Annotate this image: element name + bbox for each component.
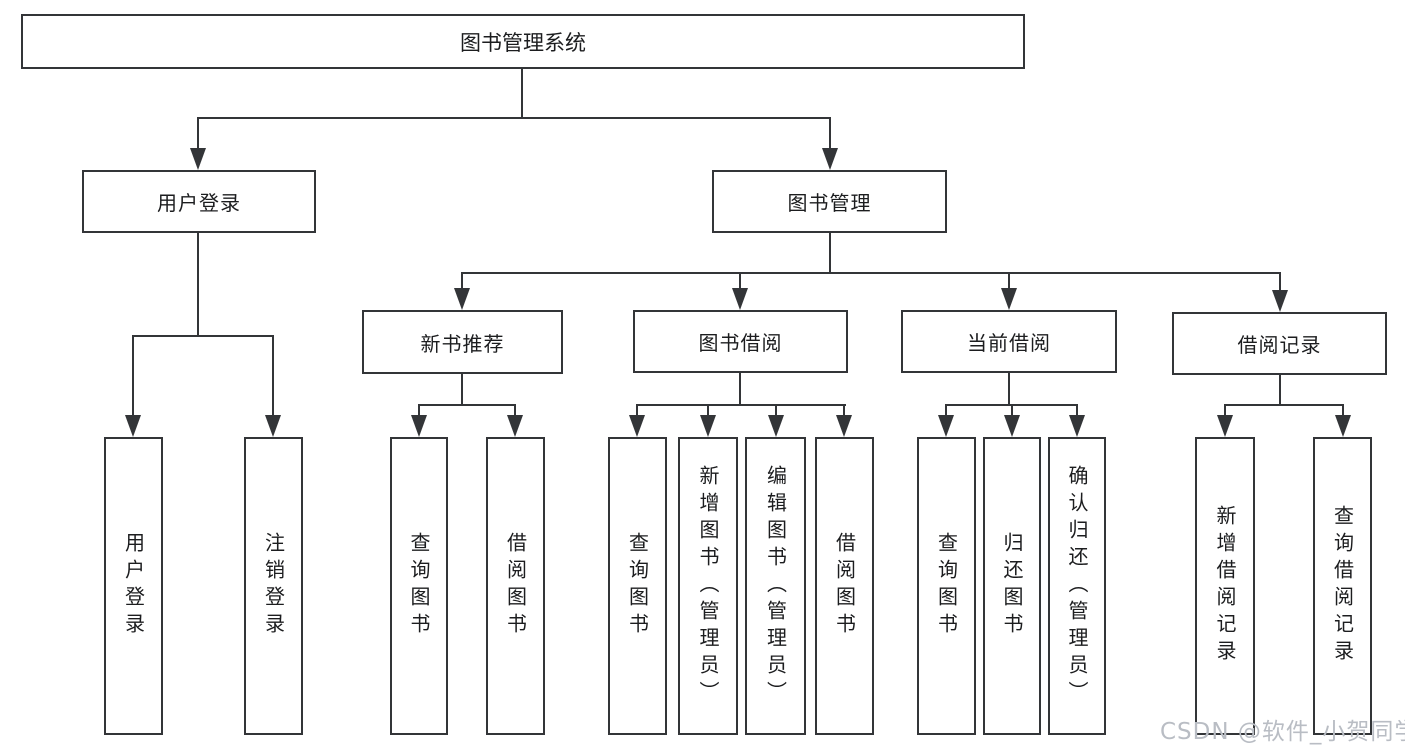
arrow-down-icon	[190, 148, 206, 170]
leaf-edit-books-admin-label: 编辑图书（管理员）	[763, 464, 788, 708]
arrow-down-icon	[1001, 288, 1017, 310]
connector-line	[514, 405, 516, 419]
connector-line	[1076, 405, 1078, 419]
leaf-add-books-admin-label: 新增图书（管理员）	[696, 464, 720, 708]
arrow-down-icon	[836, 415, 852, 437]
arrow-down-icon	[768, 415, 784, 437]
leaf-confirm-return-admin: 确认归还（管理员）	[1048, 437, 1106, 735]
leaf-query-books-recommend-label: 查询图书	[407, 532, 431, 640]
node-book-management-label: 图书管理	[787, 191, 872, 215]
connector-line	[775, 405, 777, 419]
connector-line	[739, 373, 741, 405]
node-root: 图书管理系统	[21, 14, 1025, 69]
leaf-return-books-label: 归还图书	[1000, 532, 1024, 640]
leaf-return-books: 归还图书	[983, 437, 1041, 735]
connector-line	[829, 233, 831, 273]
connector-line	[461, 273, 463, 291]
leaf-query-books-recommend: 查询图书	[390, 437, 448, 735]
connector-line	[521, 69, 523, 118]
leaf-edit-books-admin: 编辑图书（管理员）	[745, 437, 806, 735]
leaf-user-login-label: 用户登录	[121, 532, 146, 640]
leaf-borrow-books-borrowing-label: 借阅图书	[832, 532, 857, 640]
connector-line	[197, 117, 831, 119]
connector-line	[272, 336, 274, 418]
connector-line	[829, 118, 831, 152]
node-new-book-recommend: 新书推荐	[362, 310, 563, 374]
leaf-query-books-borrowing-label: 查询图书	[625, 532, 650, 640]
arrow-down-icon	[507, 415, 523, 437]
leaf-query-books-borrowing: 查询图书	[608, 437, 667, 735]
connector-line	[1224, 404, 1344, 406]
node-new-book-recommend-label: 新书推荐	[420, 331, 505, 356]
leaf-logout-label: 注销登录	[261, 532, 286, 640]
arrow-down-icon	[1272, 290, 1288, 312]
csdn-watermark: CSDN @软件_小贺同学	[1160, 719, 1405, 745]
node-current-borrowing: 当前借阅	[901, 310, 1117, 373]
arrow-down-icon	[125, 415, 141, 437]
node-root-label: 图书管理系统	[460, 30, 586, 55]
arrow-down-icon	[411, 415, 427, 437]
connector-line	[1279, 375, 1281, 405]
node-current-borrowing-label: 当前借阅	[967, 331, 1051, 355]
leaf-logout: 注销登录	[244, 437, 303, 735]
connector-line	[636, 405, 638, 419]
leaf-add-borrow-record-label: 新增借阅记录	[1213, 505, 1237, 667]
connector-line	[197, 233, 199, 336]
leaf-user-login: 用户登录	[104, 437, 163, 735]
connector-line	[461, 272, 1281, 274]
arrow-down-icon	[454, 288, 470, 310]
arrow-down-icon	[1217, 415, 1233, 437]
connector-line	[636, 404, 846, 406]
node-book-management: 图书管理	[712, 170, 947, 233]
leaf-add-borrow-record: 新增借阅记录	[1195, 437, 1255, 735]
connector-line	[1008, 273, 1010, 291]
node-user-login: 用户登录	[82, 170, 316, 233]
connector-line	[739, 273, 741, 291]
leaf-borrow-books-recommend-label: 借阅图书	[503, 532, 528, 640]
leaf-borrow-books-borrowing: 借阅图书	[815, 437, 874, 735]
leaf-borrow-books-recommend: 借阅图书	[486, 437, 545, 735]
arrow-down-icon	[1069, 415, 1085, 437]
arrow-down-icon	[265, 415, 281, 437]
arrow-down-icon	[938, 415, 954, 437]
node-book-borrowing: 图书借阅	[633, 310, 848, 373]
node-borrowing-records: 借阅记录	[1172, 312, 1387, 375]
connector-line	[418, 405, 420, 419]
connector-line	[843, 405, 845, 419]
connector-line	[945, 405, 947, 419]
node-book-borrowing-label: 图书借阅	[698, 331, 783, 355]
arrow-down-icon	[822, 148, 838, 170]
node-user-login-label: 用户登录	[157, 191, 241, 215]
connector-line	[132, 335, 274, 337]
connector-line	[707, 405, 709, 419]
connector-line	[197, 118, 199, 152]
arrow-down-icon	[700, 415, 716, 437]
connector-line	[1224, 405, 1226, 419]
arrow-down-icon	[1004, 415, 1020, 437]
arrow-down-icon	[732, 288, 748, 310]
leaf-add-books-admin: 新增图书（管理员）	[678, 437, 738, 735]
connector-line	[1011, 405, 1013, 419]
leaf-query-borrow-record-label: 查询借阅记录	[1330, 505, 1355, 667]
node-borrowing-records-label: 借阅记录	[1237, 333, 1322, 357]
connector-line	[1279, 273, 1281, 291]
connector-line	[418, 404, 516, 406]
arrow-down-icon	[1335, 415, 1351, 437]
connector-line	[1008, 373, 1010, 405]
arrow-down-icon	[629, 415, 645, 437]
leaf-query-books-current: 查询图书	[917, 437, 976, 735]
leaf-query-books-current-label: 查询图书	[934, 532, 959, 640]
connector-line	[461, 374, 463, 405]
leaf-query-borrow-record: 查询借阅记录	[1313, 437, 1372, 735]
connector-line	[132, 336, 134, 418]
connector-line	[1342, 405, 1344, 419]
leaf-confirm-return-admin-label: 确认归还（管理员）	[1065, 464, 1089, 708]
